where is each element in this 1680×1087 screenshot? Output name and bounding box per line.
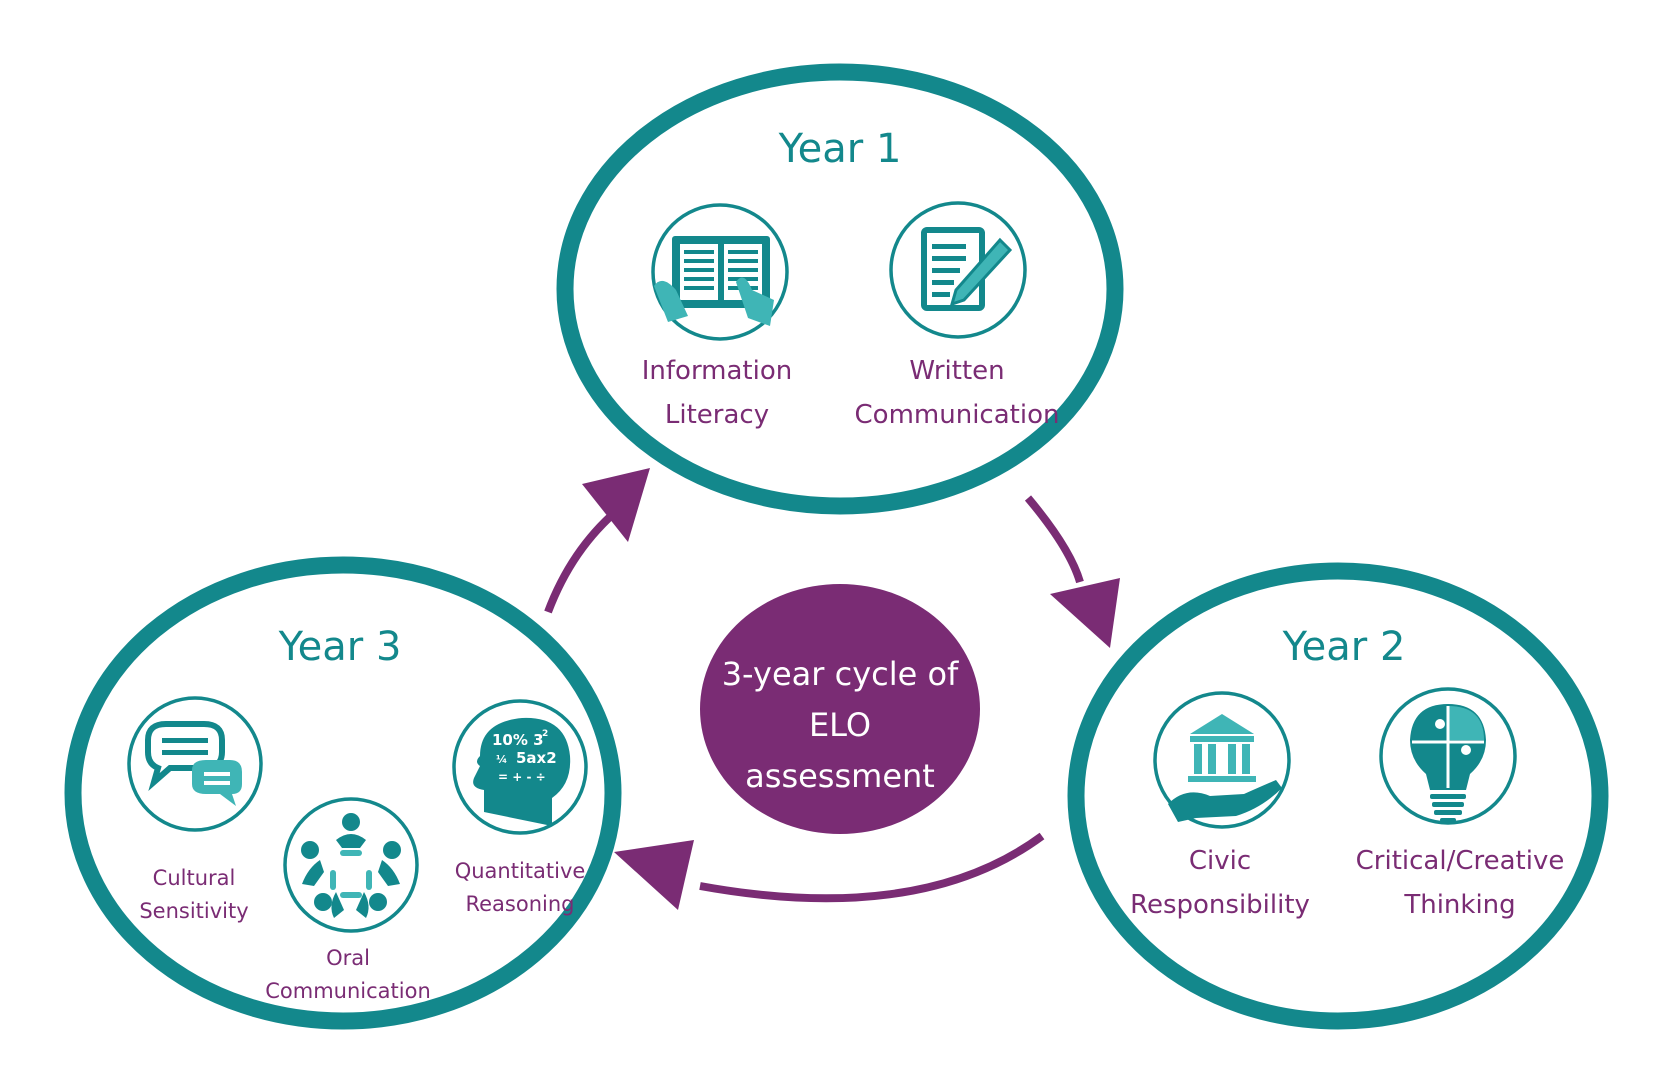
oral-label-2: Communication	[265, 979, 431, 1003]
people-circle-icon	[283, 797, 419, 933]
cultural-label-2: Sensitivity	[139, 899, 248, 923]
cultural-label-1: Cultural	[153, 866, 236, 890]
arrowhead-year1	[582, 468, 650, 542]
critical-label-2: Thinking	[1403, 890, 1515, 920]
center-line-1: 3-year cycle of	[722, 655, 959, 693]
info-literacy-label-1: Information	[642, 356, 793, 386]
quant-label-1: Quantitative	[455, 859, 586, 883]
svg-text:¼: ¼	[496, 753, 507, 766]
year3-title: Year 3	[278, 624, 402, 670]
arrow-year3-to-year1	[544, 504, 623, 614]
arrowhead-year3	[614, 840, 694, 910]
arrowhead-year2	[1050, 578, 1120, 648]
center-group: 3-year cycle of ELO assessment	[700, 584, 980, 834]
svg-text:2: 2	[542, 729, 548, 739]
arrow-year2-to-year3	[699, 832, 1045, 903]
svg-text:5ax2: 5ax2	[516, 749, 557, 767]
year1-title: Year 1	[778, 126, 902, 172]
year3-ellipse	[64, 556, 622, 1030]
written-comm-label-2: Communication	[855, 400, 1060, 430]
head-math-icon: 10% 3 2 5ax2 ¼ = + - ÷	[452, 699, 588, 835]
speech-bubbles-icon	[127, 696, 263, 832]
oral-label-1: Oral	[326, 946, 370, 970]
document-pencil-icon	[889, 201, 1027, 339]
civic-label-1: Civic	[1189, 846, 1251, 876]
quant-label-2: Reasoning	[465, 892, 574, 916]
written-comm-label-1: Written	[909, 356, 1004, 386]
book-hands-icon	[651, 203, 789, 341]
arrow-year1-to-year2	[1024, 495, 1084, 584]
svg-text:= + - ÷: = + - ÷	[498, 770, 546, 784]
puzzle-lightbulb-icon	[1379, 687, 1517, 825]
year1-ellipse	[556, 63, 1124, 515]
center-line-2: ELO	[809, 706, 871, 744]
year3-group: Year 3 Cultural Sensitivity	[64, 556, 622, 1030]
building-hand-icon	[1153, 691, 1291, 829]
year2-group: Year 2 Civic Responsibility	[1067, 562, 1609, 1030]
year2-ellipse	[1067, 562, 1609, 1030]
center-ellipse	[700, 584, 980, 834]
civic-label-2: Responsibility	[1130, 890, 1310, 920]
cycle-arrows	[544, 468, 1120, 910]
critical-label-1: Critical/Creative	[1356, 846, 1565, 876]
year1-group: Year 1 Information Literacy	[556, 63, 1124, 515]
info-literacy-label-2: Literacy	[665, 400, 769, 430]
svg-text:10% 3: 10% 3	[492, 731, 544, 749]
center-line-3: assessment	[745, 757, 935, 795]
year2-title: Year 2	[1282, 624, 1406, 670]
